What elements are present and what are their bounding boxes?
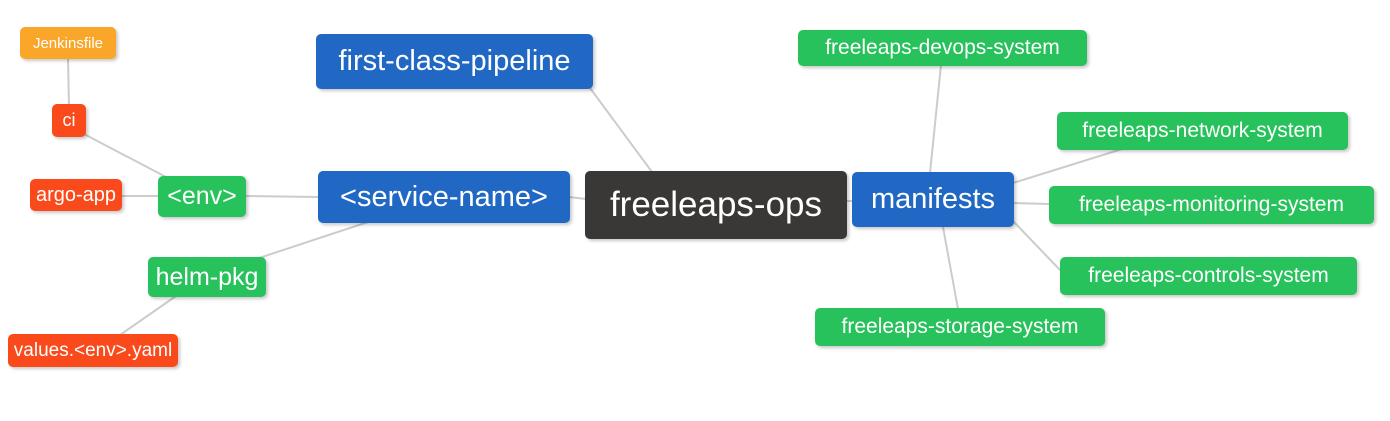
- node-devops-system[interactable]: freeleaps-devops-system: [798, 30, 1087, 66]
- node-ci[interactable]: ci: [52, 104, 86, 137]
- node-label: values.<env>.yaml: [13, 339, 173, 361]
- node-label: argo-app: [35, 183, 117, 206]
- node-argo-app[interactable]: argo-app: [30, 179, 122, 211]
- edge-service-name-helm-pkg: [255, 221, 369, 260]
- node-manifests[interactable]: manifests: [852, 172, 1014, 227]
- node-env[interactable]: <env>: [158, 176, 246, 217]
- edge-manifests-storage-system: [942, 226, 959, 310]
- edge-env-service-name: [245, 195, 319, 198]
- node-label: first-class-pipeline: [338, 45, 571, 77]
- node-label: Jenkinsfile: [32, 34, 104, 52]
- edge-manifests-monitoring-system: [1012, 202, 1051, 205]
- node-label: helm-pkg: [155, 262, 259, 291]
- edge-helm-pkg-values-env-yaml: [119, 295, 177, 336]
- node-storage-system[interactable]: freeleaps-storage-system: [815, 308, 1105, 346]
- edge-manifests-controls-system: [1012, 220, 1062, 272]
- node-controls-system[interactable]: freeleaps-controls-system: [1060, 257, 1357, 295]
- node-service-name[interactable]: <service-name>: [318, 171, 570, 223]
- node-monitoring-system[interactable]: freeleaps-monitoring-system: [1049, 186, 1374, 224]
- node-helm-pkg[interactable]: helm-pkg: [148, 257, 266, 297]
- node-label: <env>: [167, 182, 237, 210]
- edge-manifests-network-system: [1012, 148, 1123, 184]
- edge-ci-env: [83, 133, 167, 178]
- node-label: freeleaps-network-system: [1082, 119, 1323, 142]
- node-network-system[interactable]: freeleaps-network-system: [1057, 112, 1348, 150]
- edge-manifests-devops-system: [929, 64, 942, 174]
- edge-jenkinsfile-ci: [67, 57, 70, 107]
- edge-service-name-freeleaps-ops: [568, 196, 587, 200]
- node-freeleaps-ops[interactable]: freeleaps-ops: [585, 171, 847, 239]
- node-label: freeleaps-controls-system: [1088, 264, 1329, 287]
- node-label: freeleaps-storage-system: [841, 315, 1079, 338]
- node-first-class-pipeline[interactable]: first-class-pipeline: [316, 34, 593, 89]
- node-label: freeleaps-monitoring-system: [1079, 193, 1344, 216]
- node-label: ci: [62, 110, 76, 130]
- node-jenkinsfile[interactable]: Jenkinsfile: [20, 27, 116, 59]
- node-values-env-yaml[interactable]: values.<env>.yaml: [8, 334, 178, 367]
- node-label: freeleaps-ops: [609, 185, 823, 224]
- node-label: <service-name>: [340, 180, 548, 213]
- node-label: freeleaps-devops-system: [825, 36, 1060, 59]
- node-label: manifests: [870, 183, 996, 215]
- edge-first-class-pipeline-freeleaps-ops: [589, 87, 653, 173]
